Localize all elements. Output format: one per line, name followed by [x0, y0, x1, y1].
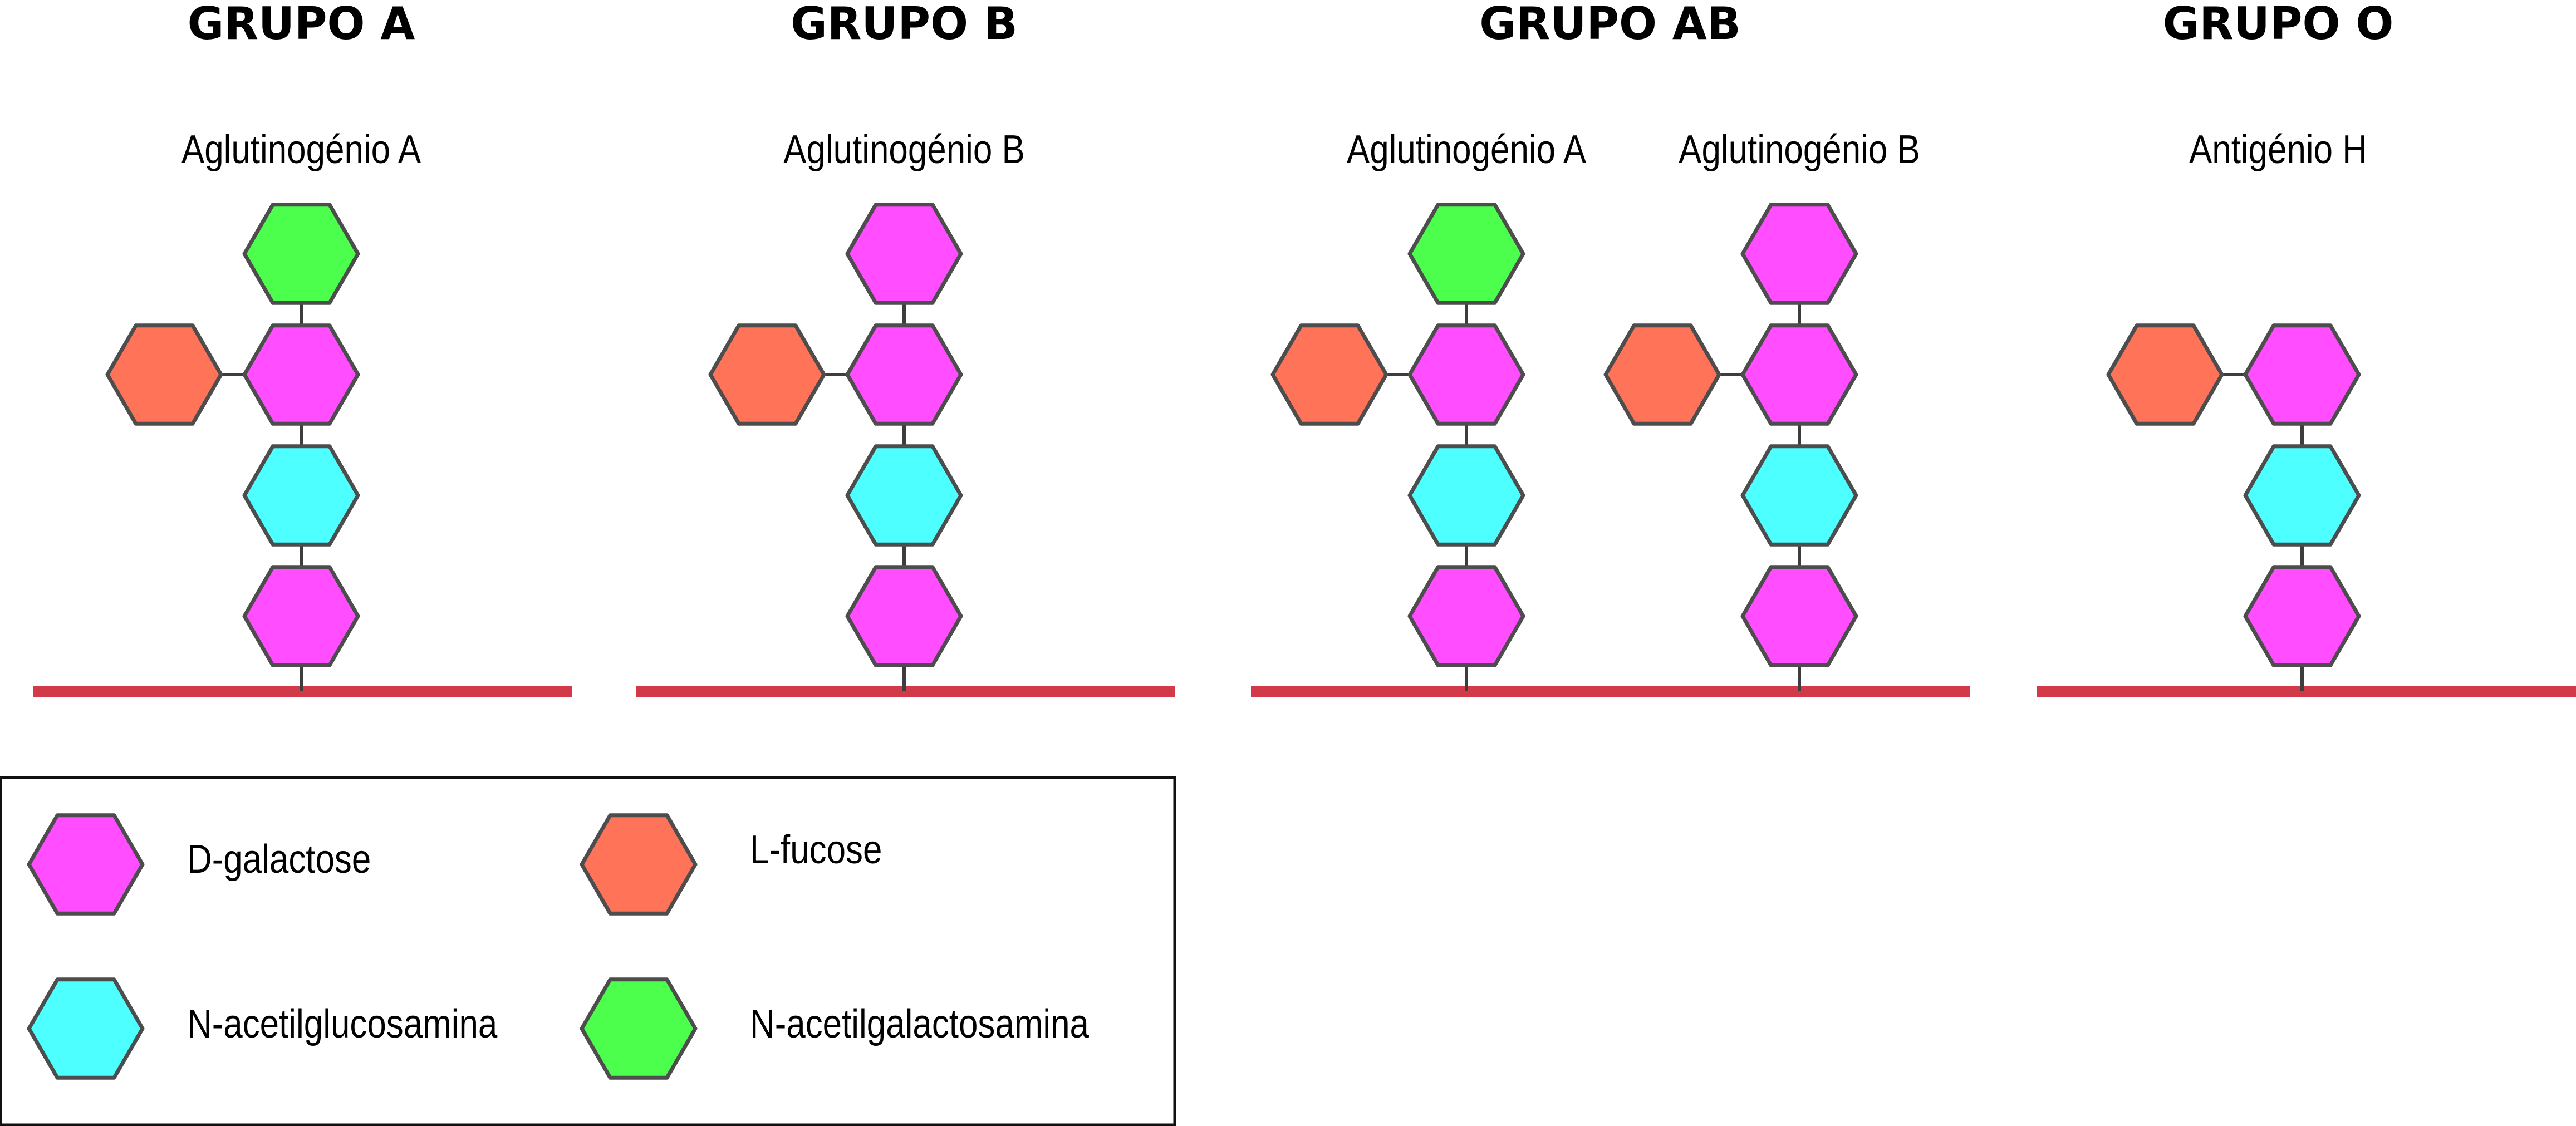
chain-2-1	[708, 203, 963, 691]
sugar-n-acetilglucosamina	[2243, 444, 2361, 547]
antigen-label-h: Antigénio H	[2189, 127, 2367, 172]
chain-3-1	[1270, 203, 1525, 691]
legend-label-l-fucose: L-fucose	[750, 828, 882, 872]
chain-4-1	[2106, 323, 2361, 691]
sugar-n-acetilgalactosamina	[242, 203, 360, 305]
antigen-label-ab-a: Aglutinogénio A	[1347, 127, 1586, 172]
sugar-d-galactose	[2243, 323, 2361, 426]
chain-1-1	[105, 203, 360, 691]
sugar-d-galactose	[845, 323, 963, 426]
legend-swatch-l-fucose	[580, 813, 698, 916]
group-title-b: GRUPO B	[791, 0, 1018, 50]
sugar-d-galactose	[1407, 565, 1525, 667]
legend-box	[0, 776, 1176, 1126]
sugar-n-acetilgalactosamina	[1407, 203, 1525, 305]
legend-swatch-n-acetilgalactosamina	[580, 977, 698, 1080]
antigen-label-a: Aglutinogénio A	[181, 127, 421, 172]
antigen-label-b: Aglutinogénio B	[783, 127, 1025, 172]
sugar-n-acetilglucosamina	[1740, 444, 1858, 547]
sugar-n-acetilglucosamina	[242, 444, 360, 547]
sugar-n-acetilglucosamina	[845, 444, 963, 547]
sugar-l-fucose	[105, 323, 223, 426]
sugar-d-galactose	[242, 323, 360, 426]
sugar-d-galactose	[845, 565, 963, 667]
antigen-chains	[105, 203, 2361, 691]
sugar-l-fucose	[708, 323, 826, 426]
sugar-l-fucose	[2106, 323, 2224, 426]
legend-swatch-n-acetilglucosamina	[27, 977, 145, 1080]
group-title-a: GRUPO A	[188, 0, 415, 50]
legend-label-n-acetilglucosamina: N-acetilglucosamina	[187, 1002, 498, 1046]
antigen-label-ab-b: Aglutinogénio B	[1679, 127, 1920, 172]
sugar-d-galactose	[1740, 203, 1858, 305]
sugar-d-galactose	[1740, 565, 1858, 667]
legend-swatch-d-galactose	[27, 813, 145, 916]
sugar-d-galactose	[1407, 323, 1525, 426]
legend-label-n-acetilgalactosamina: N-acetilgalactosamina	[750, 1002, 1090, 1046]
sugar-l-fucose	[1270, 323, 1388, 426]
sugar-d-galactose	[845, 203, 963, 305]
sugar-n-acetilglucosamina	[1407, 444, 1525, 547]
sugar-d-galactose	[242, 565, 360, 667]
legend: D-galactose L-fucose N-acetilglucosamina…	[0, 776, 1176, 1126]
chain-3-2	[1603, 203, 1858, 691]
legend-label-d-galactose: D-galactose	[187, 837, 371, 882]
sugar-d-galactose	[1740, 323, 1858, 426]
group-title-o: GRUPO O	[2163, 0, 2394, 50]
legend-swatches	[27, 813, 698, 1080]
group-title-ab: GRUPO AB	[1479, 0, 1741, 50]
sugar-l-fucose	[1603, 323, 1721, 426]
sugar-d-galactose	[2243, 565, 2361, 667]
